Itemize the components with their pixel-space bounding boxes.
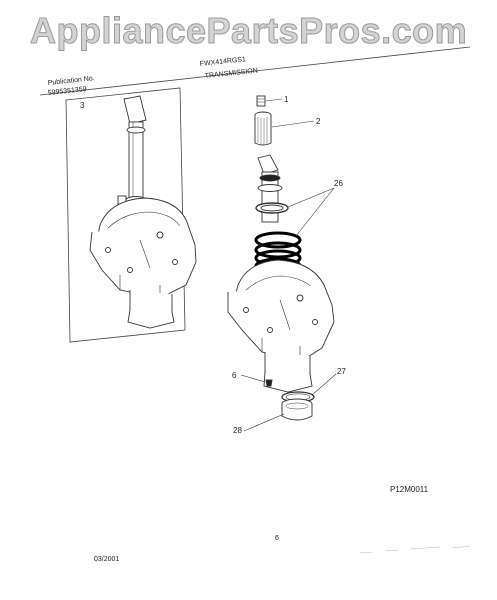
callout-2: 2	[316, 117, 321, 126]
publication-label: Publication No.	[47, 75, 95, 87]
transmission-assembly-inset	[89, 95, 197, 329]
leader-lines	[240, 98, 337, 432]
watermark: AppliancePartsPros.com	[29, 10, 468, 52]
callout-27: 27	[337, 367, 346, 376]
revision-date: 03/2001	[94, 556, 119, 563]
model-number: FWX414RGS1	[199, 56, 246, 68]
part-1-nut	[256, 95, 266, 107]
section-title: TRANSMISSION	[204, 67, 258, 80]
callout-28: 28	[233, 426, 242, 435]
part-28-bushing	[281, 398, 313, 421]
figure-code: P12M0011	[390, 485, 429, 494]
publication-number: 5995351359	[47, 86, 87, 97]
part-2-spline-sleeve	[254, 111, 272, 146]
page-number: 6	[275, 535, 279, 542]
callout-3-label: 3	[80, 101, 85, 110]
header-rule	[39, 46, 471, 96]
callout-1: 1	[284, 95, 289, 104]
scan-marks	[359, 545, 471, 554]
callout-6: 6	[232, 371, 237, 380]
inset-box	[65, 87, 186, 343]
exploded-transmission	[227, 95, 335, 421]
callout-26: 26	[334, 179, 343, 188]
part-6-screw	[265, 379, 273, 387]
